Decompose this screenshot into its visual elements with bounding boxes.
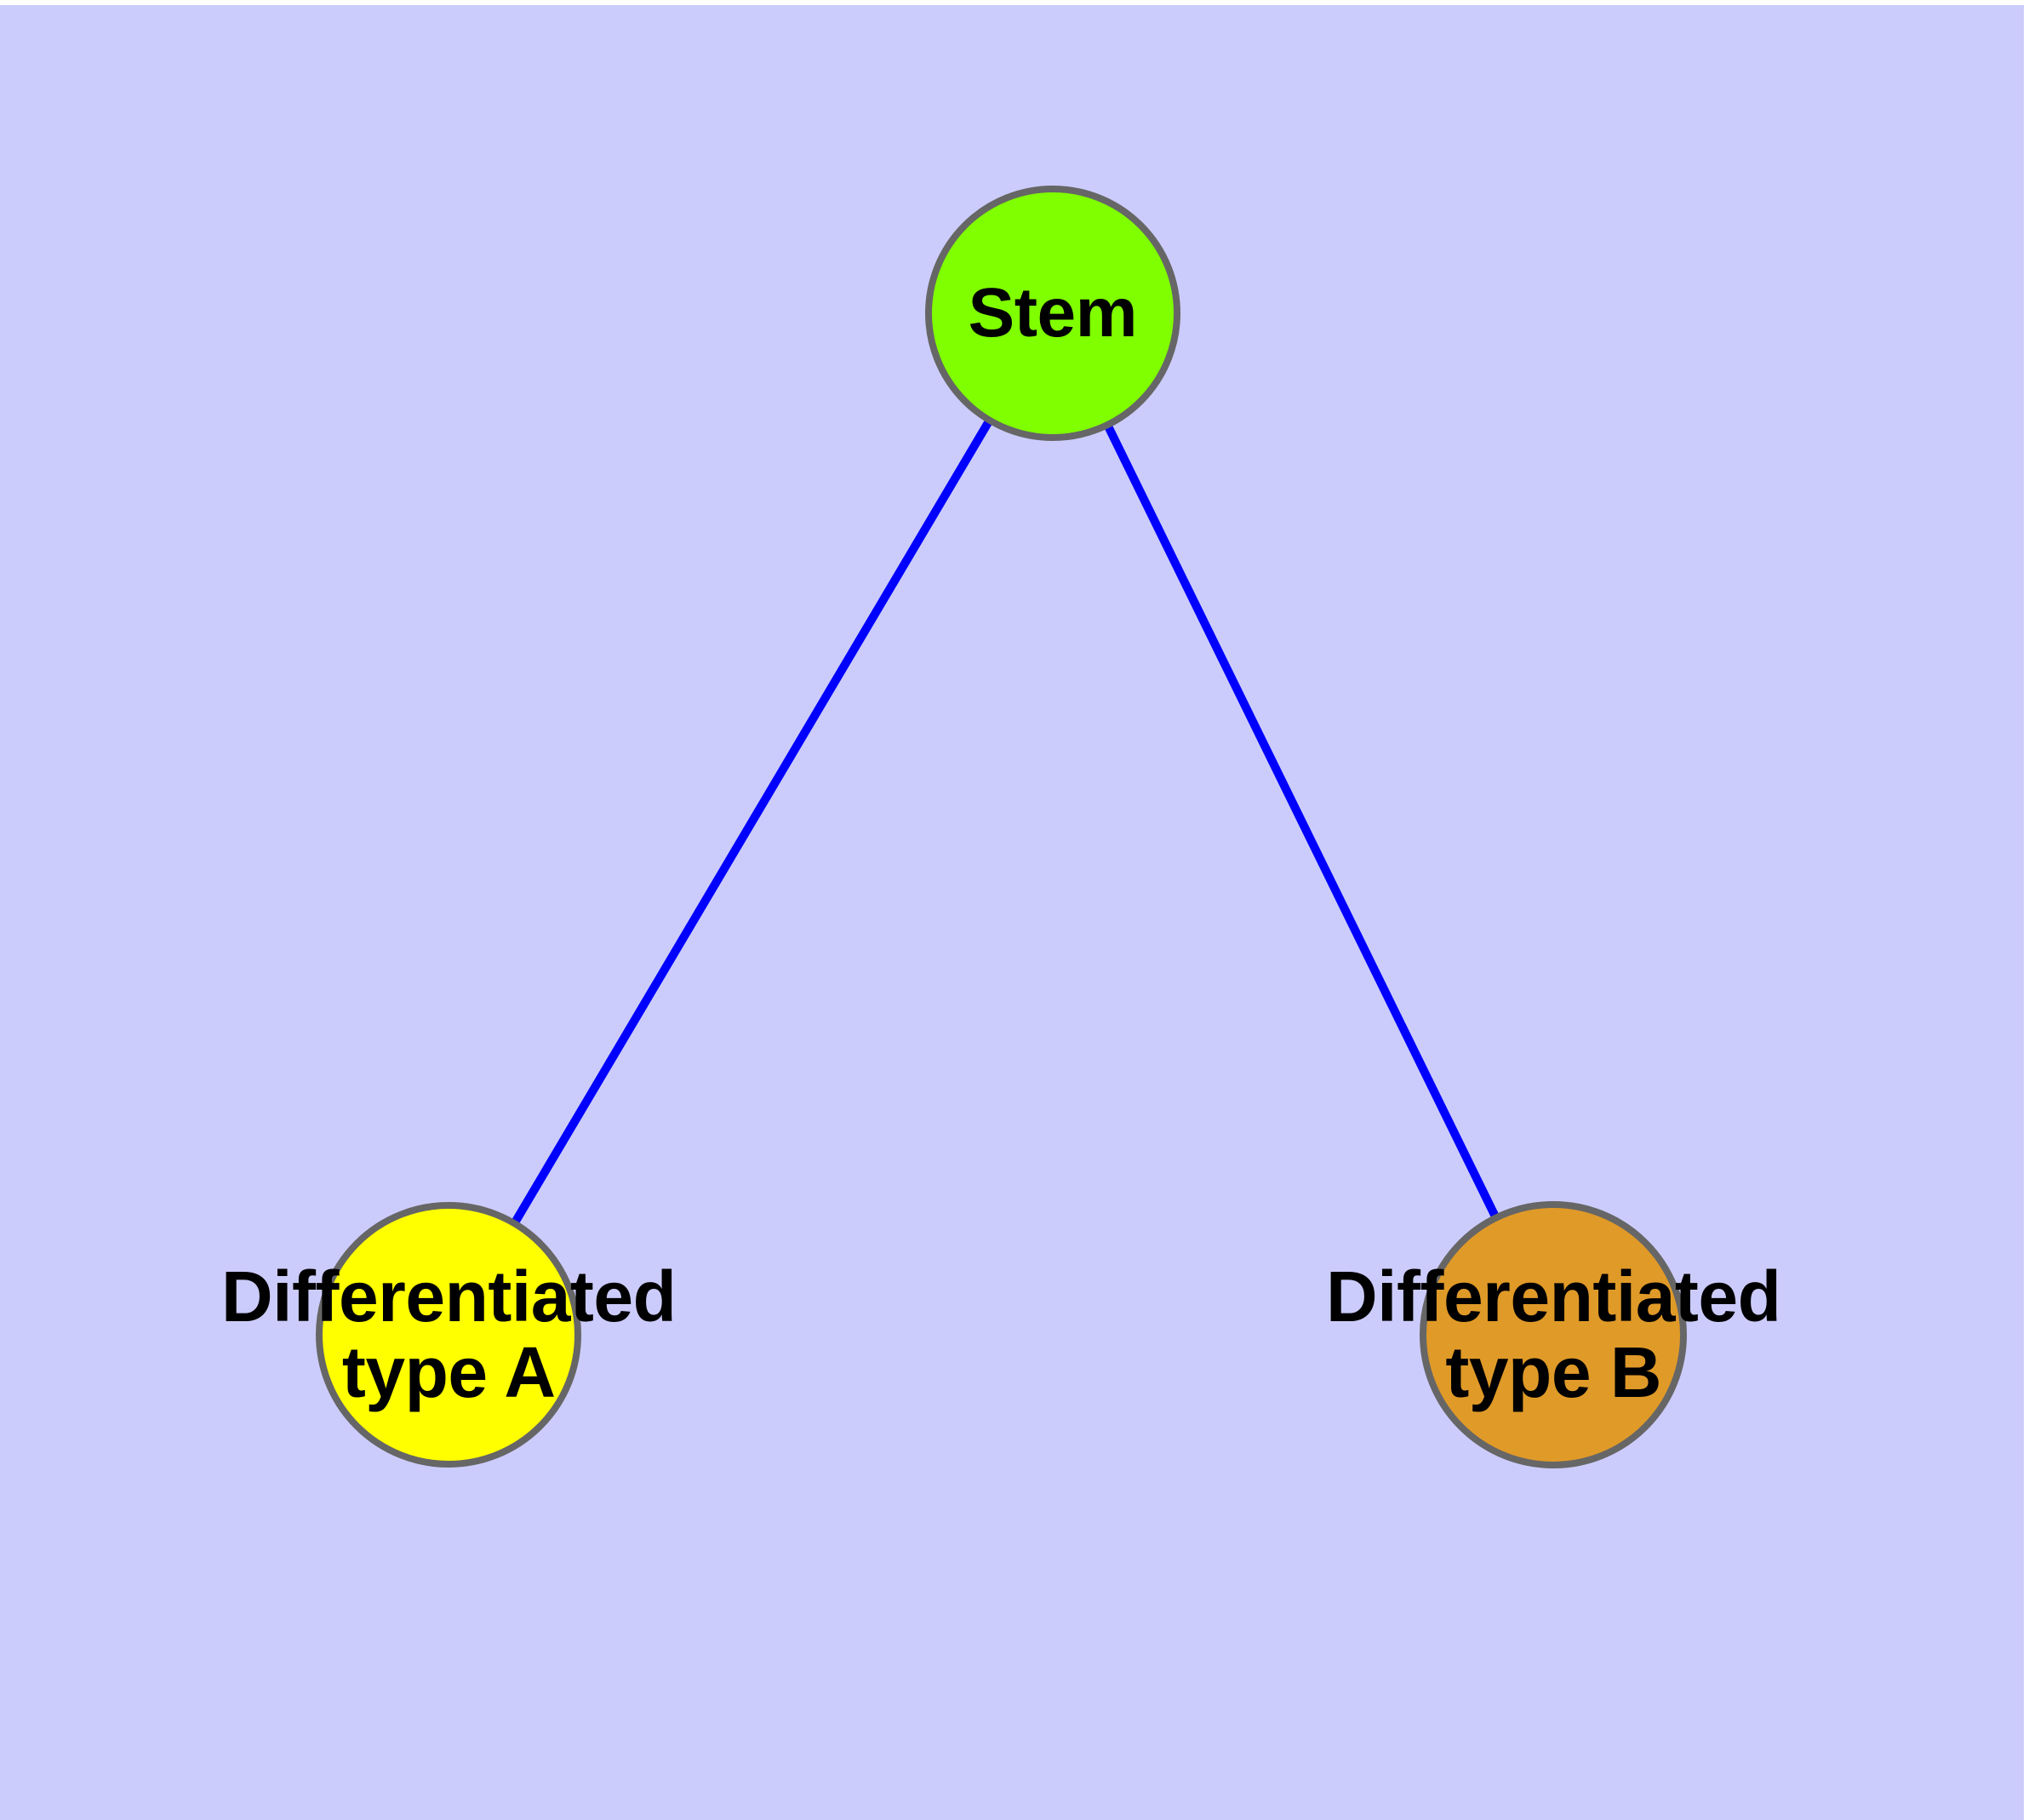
graph-edge[interactable] — [1049, 311, 1557, 1337]
graph-node-diff_b[interactable] — [1420, 1201, 1687, 1468]
graph-node-diff_a[interactable] — [316, 1202, 581, 1468]
graph-edge[interactable] — [444, 311, 1057, 1337]
node-layer — [316, 186, 1687, 1468]
graph-node-stem[interactable] — [925, 186, 1180, 441]
edge-layer — [444, 311, 1557, 1337]
